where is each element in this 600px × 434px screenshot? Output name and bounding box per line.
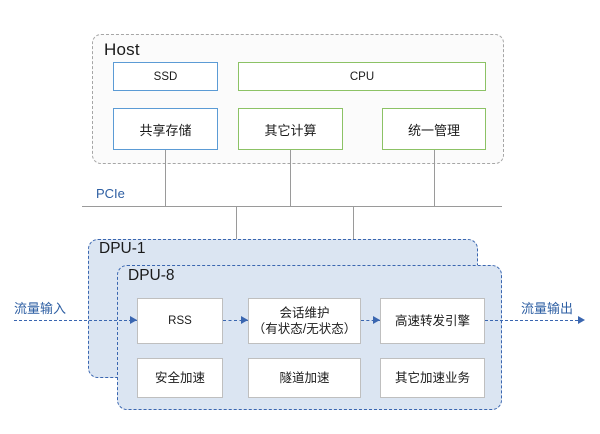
traffic-output-label: 流量输出 [521, 301, 574, 316]
dpu-1-title: DPU-1 [99, 240, 146, 257]
pcie-bus-line [82, 206, 502, 207]
host-box-shared-storage: 共享存储 [113, 108, 218, 150]
arrow-right-icon-traffic-output [578, 316, 585, 324]
host-box-cpu-label: CPU [349, 70, 375, 83]
arrow-right-icon-to-session [241, 316, 248, 324]
bus-wire-to-dpu-left [236, 206, 237, 240]
traffic-output-line [485, 320, 583, 321]
dpu-box-security-acceleration-label: 安全加速 [154, 371, 205, 385]
dpu-box-session-maintenance-label: 会话维护 [279, 306, 330, 320]
arrow-right-icon-into-rss [130, 316, 137, 324]
dpu-box-tunnel-acceleration-label: 隧道加速 [279, 371, 330, 385]
host-box-other-compute-label: 其它计算 [264, 122, 317, 138]
host-box-shared-storage-label: 共享存储 [139, 122, 192, 138]
dpu-box-rss: RSS [137, 298, 223, 344]
traffic-input-label: 流量输入 [14, 301, 67, 316]
pcie-label: PCIe [96, 186, 125, 201]
dpu-box-other-acceleration-services-label: 其它加速业务 [394, 371, 470, 385]
arrow-right-icon-to-engine [373, 316, 380, 324]
traffic-input-line [14, 320, 137, 321]
dpu-box-rss-label: RSS [168, 314, 192, 327]
bus-wire-other-compute [290, 150, 291, 206]
host-box-cpu: CPU [238, 62, 486, 91]
dpu-box-other-acceleration-services: 其它加速业务 [380, 358, 485, 398]
host-box-ssd: SSD [113, 62, 218, 91]
bus-wire-unified-management [434, 150, 435, 206]
host-box-unified-management: 统一管理 [382, 108, 486, 150]
dpu-box-fast-forwarding-engine-label: 高速转发引擎 [394, 314, 470, 328]
bus-wire-shared-storage [165, 150, 166, 206]
host-box-unified-management-label: 统一管理 [407, 122, 460, 138]
dpu-box-session-maintenance: 会话维护 （有状态/无状态） [248, 298, 361, 344]
dpu-box-tunnel-acceleration: 隧道加速 [248, 358, 361, 398]
host-box-ssd-label: SSD [153, 70, 178, 83]
bus-wire-to-dpu-right [353, 206, 354, 240]
host-box-other-compute: 其它计算 [238, 108, 343, 150]
dpu-box-fast-forwarding-engine: 高速转发引擎 [380, 298, 485, 344]
dpu-box-session-maintenance-sublabel: （有状态/无状态） [252, 322, 357, 336]
flow-line-session-to-engine [361, 320, 380, 321]
flow-line-rss-to-session [223, 320, 248, 321]
dpu-8-title: DPU-8 [128, 267, 175, 284]
dpu-box-security-acceleration: 安全加速 [137, 358, 223, 398]
host-title: Host [104, 40, 140, 59]
